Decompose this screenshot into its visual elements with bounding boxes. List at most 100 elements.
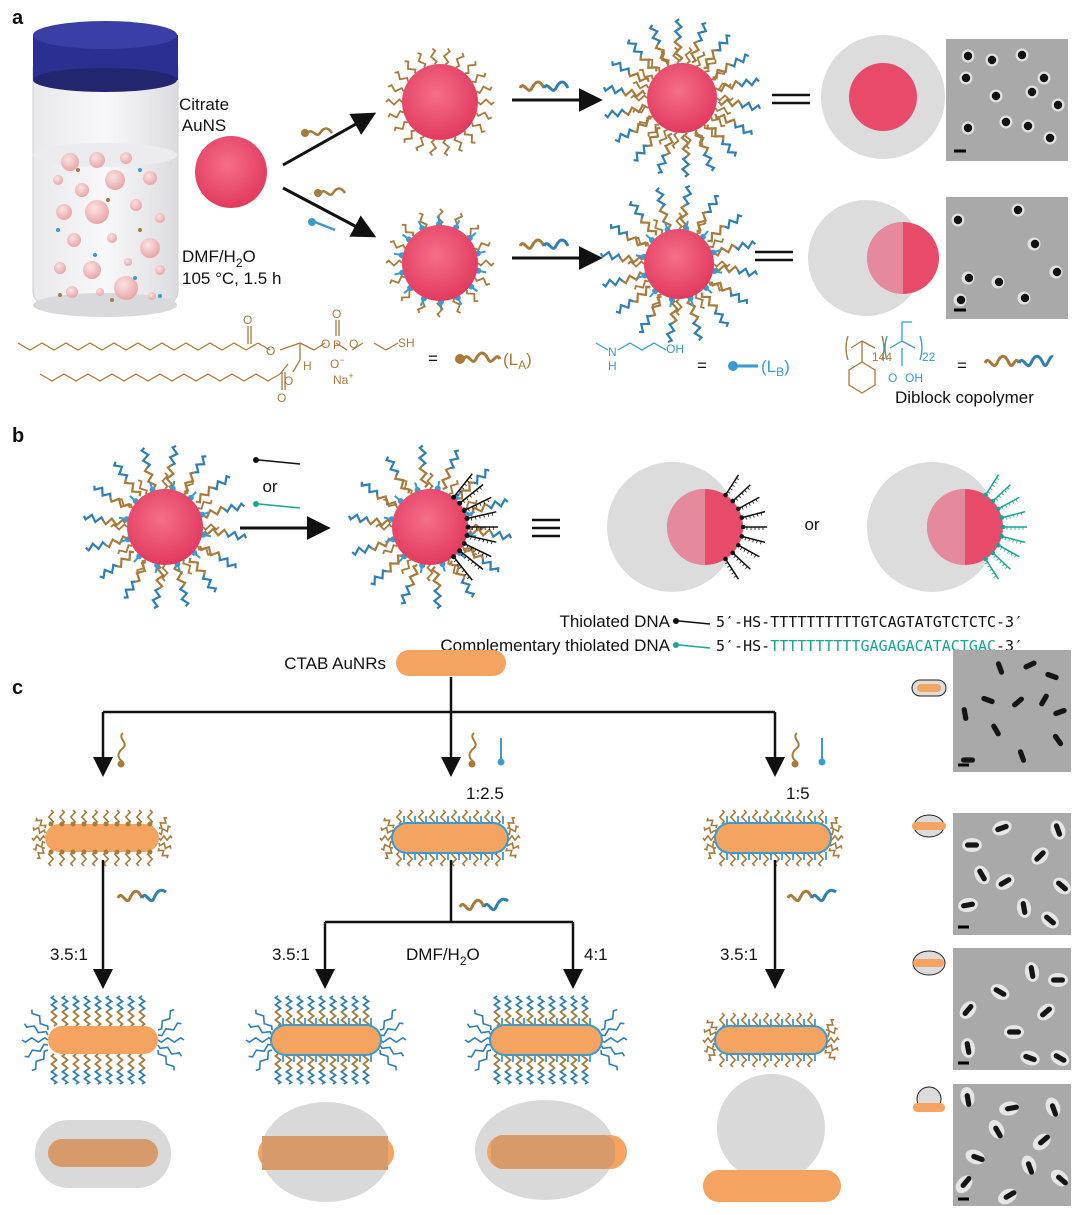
schematic-rod-janus [703,1074,841,1202]
rod-ligand-a [31,809,173,867]
ratio-left-lower: 3.5:1 [50,945,88,964]
or-arrow-label: or [262,477,277,496]
dna-legend-icon-black [673,618,711,625]
chem-carbonyl-o1: O [243,313,252,327]
rod-mixed-1-5 [702,809,844,867]
dna-legend-icon-teal [673,642,711,649]
schematic-rod-offset-ellipse [475,1100,627,1200]
chem-oh: OH [666,342,684,356]
np-b-initial [82,444,248,610]
tem-image-c3 [953,948,1071,1070]
ratio-right-lower: 3.5:1 [720,945,758,964]
tree-arrows-bottom [93,860,785,989]
schematic-rod-core-shell [35,1120,171,1188]
schematic-core-shell [821,35,945,159]
rod-offset-patch-polymer [464,995,628,1085]
conditions-line2: 105 °C, 1.5 h [182,269,281,288]
ligand-b-legend-icon [728,361,758,371]
rod-side-patch-polymer [245,995,407,1085]
diblock-structure [845,321,923,394]
rod-janus-polymer [702,1012,840,1068]
ligand-a-name: (LA) [503,350,532,372]
reaction-vial [32,21,179,317]
chem-na: Na+ [333,371,354,387]
solvent-label: DMF/H2O [406,945,480,968]
tem-image-c4 [953,1084,1071,1206]
ligand-a-structure [17,320,399,390]
rod-mixed-1-2.5 [379,809,521,867]
chem-o-link: O [349,337,358,351]
tem-legend-icons [911,679,947,1112]
schematic-janus-sphere [808,200,939,316]
comp-dna-sequence: 5′-HS-TTTTTTTTTTGAGAGACATACTGAC-3′ [716,637,1023,655]
polymer-legend-icon [983,354,1054,368]
ligand-b-icon-lower [308,218,336,232]
np-ligand-a-polymer-coated [602,18,762,178]
ligand-b-structure [595,342,667,351]
chem-nh: H [608,359,617,373]
ratio-right: 1:5 [786,784,810,803]
schematic-janus-dna-black [607,462,767,592]
ctab-aunr [396,650,506,676]
or-middle-label: or [804,515,819,534]
ligand-a-legend-icon [455,351,502,364]
ligand-a-icon-lower [314,187,347,197]
chem-carbonyl-o2: O [277,391,286,405]
equals-polymer: = [957,356,967,375]
schematic-janus-dna-teal [867,462,1027,592]
np-mixed-ligand-coated [385,208,495,318]
chem-n: N [608,345,617,359]
polymer-icons-c [116,888,837,912]
chem-phosphate-o: O [321,337,330,351]
conditions-line1: DMF/H2O [182,247,256,270]
polymer-oh: OH [905,371,923,385]
equivalence-sign-bottom [755,250,793,262]
chem-p: P [333,338,341,352]
tem-image-a-bottom [946,197,1068,319]
arrow-a-lower-branch [282,186,377,238]
polymer-icon-bottom [518,238,570,250]
equals-ligand-a: = [428,349,438,368]
citrate-label-line1: Citrate [179,95,229,114]
tree-arrows-top [93,677,785,777]
rod-core-shell-polymer [21,995,185,1085]
identity-sign [532,518,560,538]
polymer-n1: 144 [872,350,892,364]
dna-icon-black-arrow [253,457,301,465]
polymer-icon-top [518,80,570,92]
chem-ester-o2: O [284,374,293,388]
tem-image-a-top [946,39,1068,161]
ligand-b-name: (LB) [761,357,790,379]
chem-p-o-top: O [332,307,341,321]
tem-image-c1 [953,650,1071,772]
tem-image-c2 [953,813,1071,935]
arrow-a-upper-branch [282,112,377,167]
equals-ligand-b: = [697,356,707,375]
ligand-a-icon-upper [301,127,334,137]
chem-o-minus: O− [330,355,345,371]
jar-particles [53,152,165,302]
thiolated-dna-label: Thiolated DNA [559,612,670,631]
ctab-label: CTAB AuNRs [284,654,386,673]
chem-ester-o1: O [266,344,275,358]
ratio-mid: 1:2.5 [466,784,504,803]
dna-icon-teal-arrow [253,501,301,509]
np-mixed-ligand-polymer-coated [599,184,759,344]
thiolated-dna-sequence: 5′-HS-TTTTTTTTTTGTCAGTATGTCTCTC-3′ [716,613,1023,631]
ratio-mid-right: 4:1 [584,945,608,964]
schematic-rod-ellipse-patch [258,1102,394,1202]
chem-sh: SH [398,336,415,350]
np-b-dna-functionalized [347,444,513,610]
np-ligand-a-coated [385,47,495,157]
ratio-mid-left: 3.5:1 [272,945,310,964]
panel-label-a: a [12,7,24,29]
panel-label-c: c [12,677,23,699]
chem-h: H [303,359,312,373]
polymer-n2: 22 [922,350,936,364]
diblock-label: Diblock copolymer [895,388,1034,407]
citrate-label-line2: AuNS [182,116,226,135]
ligand-icons-c [117,732,826,768]
polymer-o: O [888,371,897,385]
comp-dna-label: Complementary thiolated DNA [440,636,670,655]
